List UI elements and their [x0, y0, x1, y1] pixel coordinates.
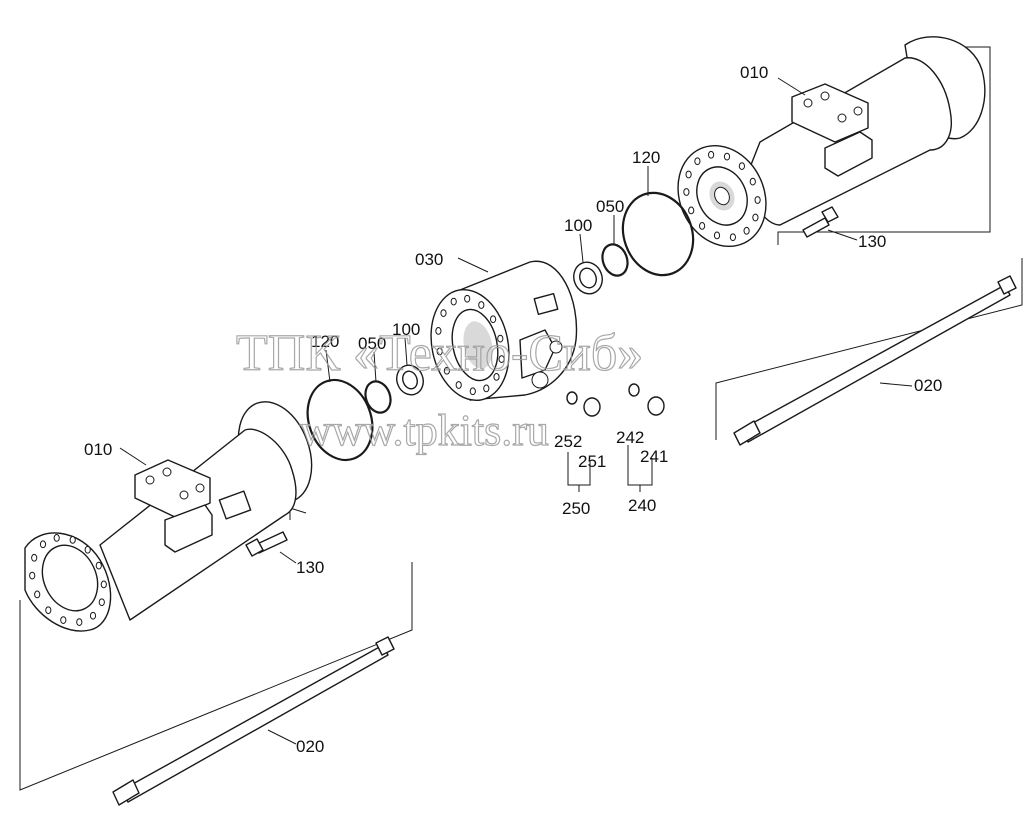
label-050-right: 050	[596, 197, 624, 216]
label-120-right: 120	[632, 148, 660, 167]
flange-bolt-hole	[34, 590, 41, 599]
flange-bolt-hole	[743, 226, 750, 235]
flange-bolt-hole	[490, 315, 497, 324]
o-ring-120-right	[621, 191, 695, 277]
flange-bolt-hole	[98, 598, 105, 607]
flange-bolt-hole	[455, 381, 462, 389]
label-020-right: 020	[914, 376, 942, 395]
axle-housing-right	[677, 36, 991, 248]
flange-bolt-hole	[84, 545, 91, 554]
flange-bolt-hole	[699, 222, 706, 230]
label-242: 242	[616, 428, 644, 447]
label-130-right: 130	[858, 232, 886, 251]
flange-bolt-hole	[478, 301, 485, 309]
flange-bolt-hole	[694, 157, 701, 166]
flange-bolt-hole	[69, 536, 76, 544]
flange-bolt-hole	[754, 196, 761, 204]
bearing-100-left	[396, 364, 424, 396]
flange-bolt-hole	[29, 571, 36, 580]
ring-050-left	[364, 380, 392, 414]
washer-242	[628, 383, 640, 397]
label-130-left: 130	[296, 558, 324, 577]
flange-bolt-hole	[708, 150, 715, 159]
label-120-left: 120	[311, 332, 339, 351]
shaft-020-right	[715, 258, 1023, 446]
label-050-left: 050	[358, 334, 386, 353]
label-100-left: 100	[392, 320, 420, 339]
flange-bolt-hole	[498, 355, 505, 363]
shaft-020-left	[19, 562, 413, 806]
flange-bolt-hole	[464, 294, 471, 303]
flange-bolt-hole	[95, 561, 102, 570]
flange-bolt-hole	[683, 188, 690, 196]
flange-bolt-hole	[729, 233, 737, 242]
flange-bolt-hole	[100, 580, 107, 589]
flange-bolt-hole	[497, 334, 504, 343]
flange-bolt-hole	[713, 231, 721, 240]
flange-bolt-hole	[483, 384, 490, 393]
center-housing-030	[430, 260, 578, 402]
bolt-130-right	[802, 206, 839, 238]
flange-bolt-hole	[738, 162, 746, 170]
label-030: 030	[415, 250, 443, 269]
flange-bolt-hole	[435, 327, 442, 335]
flange-bolt-hole	[450, 297, 457, 306]
o-ring-120-left	[306, 378, 374, 462]
plug-251	[583, 397, 601, 417]
watermark: ТПК «Техно-Сиб» www.tpkits.ru	[235, 324, 643, 455]
flange-bolt-hole	[752, 213, 759, 222]
label-250: 250	[562, 499, 590, 518]
leader-lines	[119, 77, 913, 745]
flange-bolt-hole	[45, 606, 52, 615]
flange-bolt-hole	[688, 206, 695, 215]
label-241: 241	[640, 447, 668, 466]
watermark-company: ТПК «Техно-Сиб»	[236, 325, 643, 382]
flange-bolt-hole	[60, 616, 67, 624]
ring-050-right	[601, 243, 629, 277]
label-252: 252	[554, 432, 582, 451]
label-020-bottom: 020	[296, 737, 324, 756]
flange-bolt-hole	[440, 309, 447, 317]
flange-bolt-hole	[685, 170, 692, 179]
label-010-top: 010	[740, 63, 768, 82]
flange-bolt-hole	[443, 366, 450, 375]
small-parts-group	[566, 383, 665, 492]
label-100-right: 100	[564, 216, 592, 235]
label-010-bottom: 010	[84, 440, 112, 459]
flange-bolt-hole	[39, 540, 47, 549]
part-labels: 010 120 050 100 030 130 020 120 050 100 …	[84, 63, 942, 756]
flange-bolt-hole	[89, 611, 97, 620]
label-251: 251	[578, 452, 606, 471]
flange-bolt-hole	[76, 618, 83, 626]
flange-bolt-hole	[53, 534, 60, 542]
flange-bolt-hole	[749, 177, 756, 186]
flange-bolt-hole	[469, 387, 476, 396]
axle-housing-left	[24, 401, 313, 632]
flange-bolt-hole	[31, 553, 38, 562]
bolt-130-left	[245, 531, 288, 557]
washer-252	[566, 391, 578, 405]
flange-bolt-hole	[436, 347, 443, 356]
plug-241	[647, 396, 665, 416]
label-240: 240	[628, 496, 656, 515]
flange-bolt-hole	[493, 373, 500, 381]
flange-bolt-hole	[723, 152, 731, 161]
watermark-url: www.tpkits.ru	[300, 406, 549, 455]
bearing-100-right	[573, 261, 603, 295]
